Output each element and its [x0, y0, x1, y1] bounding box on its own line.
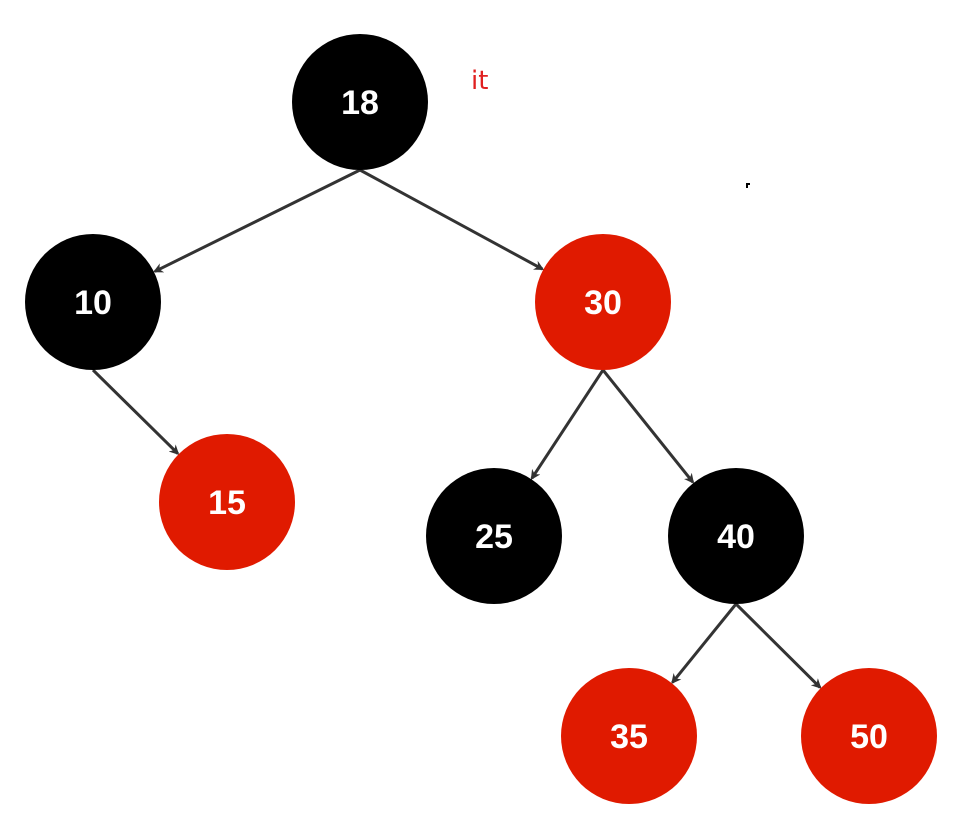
node-label-35: 35	[610, 718, 648, 756]
annotation-text: it	[471, 66, 489, 96]
node-label-18: 18	[341, 84, 379, 122]
edge-30-to-25	[530, 369, 605, 480]
edge-18-to-30	[359, 168, 545, 271]
tree-node-18: 18	[292, 34, 428, 170]
edge-10-to-15	[91, 368, 180, 455]
node-circle-10	[25, 234, 161, 370]
edge-40-to-35	[671, 603, 738, 684]
tree-node-35: 35	[561, 668, 697, 804]
node-circle-35	[561, 668, 697, 804]
tree-node-25: 25	[426, 468, 562, 604]
tree-node-10: 10	[25, 234, 161, 370]
node-circle-40	[668, 468, 804, 604]
node-circle-25	[426, 468, 562, 604]
node-circle-18	[292, 34, 428, 170]
node-circle-30	[535, 234, 671, 370]
node-circle-50	[801, 668, 937, 804]
node-label-40: 40	[717, 518, 755, 556]
tree-node-30: 30	[535, 234, 671, 370]
node-label-50: 50	[850, 718, 888, 756]
node-label-25: 25	[475, 518, 513, 556]
node-label-30: 30	[584, 284, 622, 322]
edges-layer	[91, 168, 822, 689]
tree-node-15: 15	[159, 434, 295, 570]
stray-mark	[746, 183, 750, 188]
tree-node-40: 40	[668, 468, 804, 604]
tree-node-50: 50	[801, 668, 937, 804]
edge-18-to-10	[153, 168, 361, 273]
edge-30-to-40	[601, 369, 695, 484]
node-label-10: 10	[74, 284, 112, 322]
node-circle-15	[159, 434, 295, 570]
nodes-layer: 18 10 30 15 25 40 35 50	[25, 34, 937, 804]
node-label-15: 15	[208, 484, 246, 522]
edge-40-to-50	[734, 602, 822, 689]
